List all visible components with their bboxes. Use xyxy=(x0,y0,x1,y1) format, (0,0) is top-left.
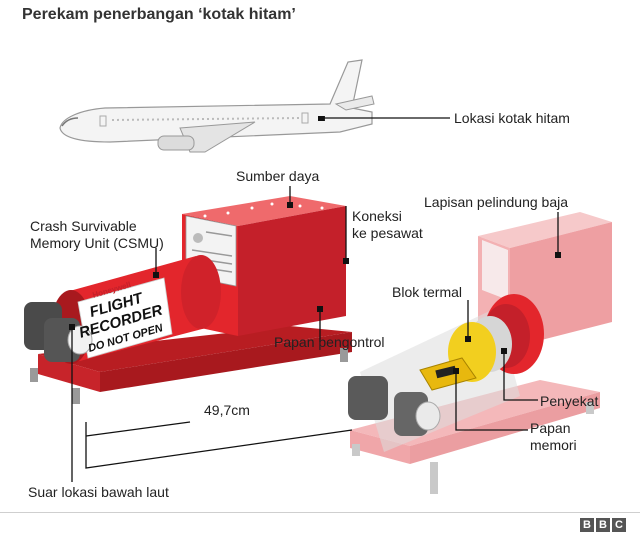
label-connection-line-2: ke pesawat xyxy=(352,225,423,241)
label-thermal-block: Blok termal xyxy=(392,284,463,300)
bbc-logo: B B C xyxy=(580,518,626,532)
leader-lines xyxy=(71,117,559,482)
page-title: Perekam penerbangan ‘kotak hitam’ xyxy=(22,6,296,23)
airplane-illustration xyxy=(59,59,375,153)
label-csmu-line-2: Memory Unit (CSMU) xyxy=(30,235,164,251)
label-insulator: Penyekat xyxy=(540,393,599,409)
label-length: 49,7cm xyxy=(204,402,250,418)
bbc-logo-letter: B xyxy=(596,518,610,532)
label-controller-board: Papan pengontrol xyxy=(274,334,385,350)
bbc-logo-letter: C xyxy=(612,518,626,532)
label-black-box-location: Lokasi kotak hitam xyxy=(454,110,570,126)
label-power-source: Sumber daya xyxy=(236,168,320,184)
right-recorder-cutaway xyxy=(348,212,612,494)
label-csmu-line-1: Crash Survivable xyxy=(30,218,137,234)
label-memory-board-line-2: memori xyxy=(530,437,577,453)
left-recorder xyxy=(24,196,352,404)
label-steel-layer: Lapisan pelindung baja xyxy=(424,194,569,210)
footer-divider xyxy=(0,512,640,513)
bbc-logo-letter: B xyxy=(580,518,594,532)
label-connection-line-1: Koneksi xyxy=(352,208,402,224)
label-underwater-beacon: Suar lokasi bawah laut xyxy=(28,484,169,500)
label-memory-board-line-1: Papan xyxy=(530,420,571,436)
